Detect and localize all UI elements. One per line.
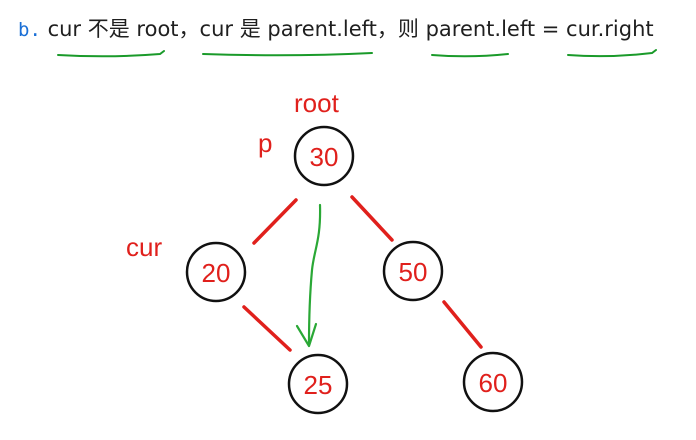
node-60: 60 [462, 351, 524, 413]
pointer-head [295, 322, 318, 348]
edge-30-50 [350, 195, 394, 242]
node-30: 30 [293, 125, 355, 187]
node-30-circle [293, 125, 355, 187]
node-50-value: 50 [399, 257, 428, 287]
underline-3 [431, 53, 509, 58]
edge-20-25 [242, 305, 292, 352]
node-25: 25 [287, 353, 349, 415]
caption-underlines [57, 49, 657, 58]
caption-text: b. cur 不是 root，cur 是 parent.left，则 paren… [18, 14, 654, 45]
node-50-circle [382, 240, 444, 302]
caption-separator-2: ， [376, 17, 398, 41]
tree-nodes: 30 20 50 25 60 [185, 125, 524, 415]
caption-part-2: cur 是 parent.left [199, 17, 377, 41]
label-cur: cur [126, 232, 162, 262]
node-60-circle [462, 351, 524, 413]
node-25-circle [287, 353, 349, 415]
pointer-shaft [307, 203, 322, 346]
caption-separator-1: ， [178, 17, 200, 41]
node-25-value: 25 [304, 370, 333, 400]
node-20: 20 [185, 241, 247, 303]
edge-30-20 [252, 198, 298, 245]
caption-part-1: cur 不是 root [47, 17, 179, 41]
tree-edges [242, 195, 483, 352]
edge-50-60 [442, 300, 483, 349]
pointer-arrow [295, 203, 322, 348]
underline-2 [202, 52, 373, 57]
underline-4 [567, 49, 657, 58]
underline-1 [57, 50, 165, 58]
caption-part-3: 则 parent.left = cur.right [397, 17, 654, 41]
node-30-value: 30 [310, 142, 339, 172]
node-60-value: 60 [479, 368, 508, 398]
label-root: root [294, 88, 340, 118]
caption-marker: b. [18, 19, 41, 41]
node-20-value: 20 [202, 258, 231, 288]
label-p: p [258, 128, 272, 158]
node-50: 50 [382, 240, 444, 302]
node-20-circle [185, 241, 247, 303]
